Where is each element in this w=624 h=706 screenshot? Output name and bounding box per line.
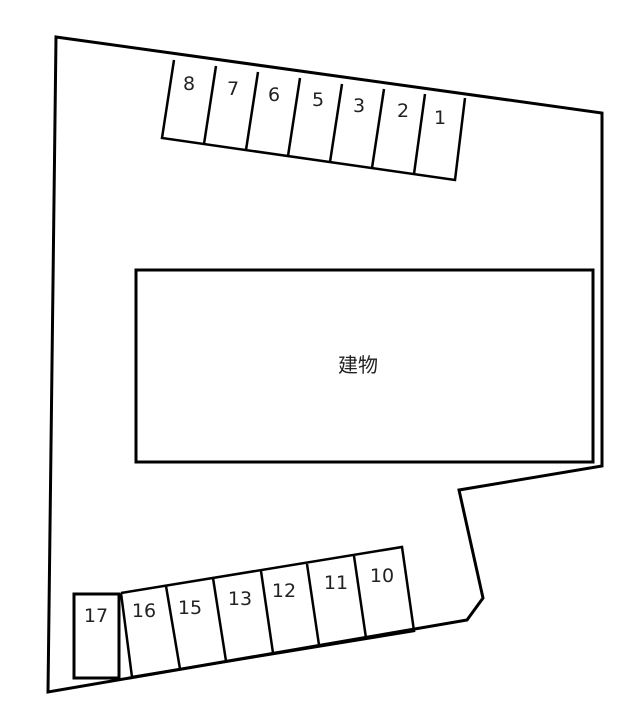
slot-13[interactable]: 13	[228, 588, 252, 610]
slot-3[interactable]: 3	[353, 95, 365, 117]
top-parking-row	[160, 59, 467, 182]
top-parking-labels: 8 7 6 5 3 2 1	[183, 73, 446, 129]
bottom-parking-labels: 16 15 13 12 11 10	[132, 565, 394, 622]
slot-5[interactable]: 5	[312, 89, 324, 111]
slot-6[interactable]: 6	[268, 84, 280, 106]
slot-15[interactable]: 15	[178, 597, 202, 619]
building	[134, 268, 595, 464]
slot-11[interactable]: 11	[324, 572, 348, 594]
building-label: 建物	[338, 353, 378, 377]
slot-17[interactable]: 17	[84, 605, 108, 627]
bottom-parking-row	[119, 545, 416, 679]
slot-10[interactable]: 10	[370, 565, 394, 587]
slot-17-box[interactable]	[72, 592, 121, 680]
slot-2[interactable]: 2	[397, 100, 409, 122]
slot-1[interactable]: 1	[434, 107, 446, 129]
slot-7[interactable]: 7	[227, 78, 239, 100]
slot-12[interactable]: 12	[272, 580, 296, 602]
slot-16[interactable]: 16	[132, 600, 156, 622]
slot-8[interactable]: 8	[183, 73, 195, 95]
property-boundary	[46, 35, 604, 694]
